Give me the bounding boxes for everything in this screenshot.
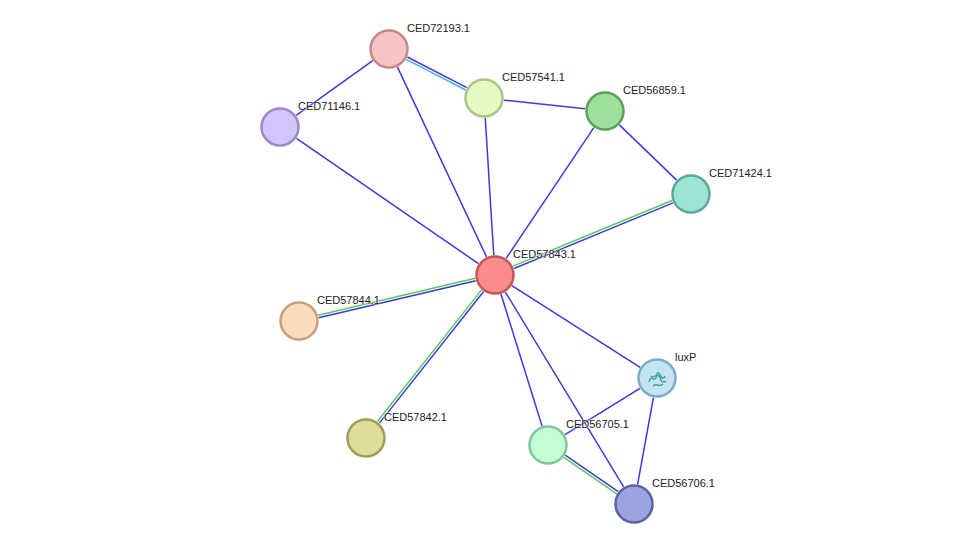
node-circle: [260, 107, 300, 147]
protein-node: CED56705.1: [528, 425, 568, 465]
interaction-edge: [504, 100, 585, 109]
node-circle: [346, 418, 386, 458]
protein-node: CED57842.1: [346, 418, 386, 458]
interaction-edge: [565, 388, 640, 434]
node-circle: [528, 425, 568, 465]
edge-line: [512, 286, 640, 368]
node-label: CED57842.1: [384, 411, 447, 424]
edge-line: [513, 200, 672, 266]
edge-line: [377, 290, 481, 422]
interaction-edge: [638, 398, 654, 485]
edge-line: [619, 125, 676, 180]
edge-line: [638, 398, 654, 485]
interaction-edge: [564, 455, 618, 494]
node-circle: [614, 484, 654, 524]
node-label: CED71146.1: [298, 100, 360, 113]
edge-line: [296, 61, 372, 116]
protein-node: CED71424.1: [671, 174, 711, 214]
node-label: luxP: [675, 351, 696, 364]
node-label: CED71424.1: [709, 167, 772, 180]
protein-node: luxP: [637, 358, 677, 398]
interaction-edge: [513, 200, 673, 268]
node-circle: [585, 91, 625, 131]
protein-node: CED57843.1: [475, 255, 515, 295]
interaction-edge: [619, 125, 676, 180]
edge-line: [565, 388, 640, 434]
interaction-edge: [485, 118, 494, 255]
node-label: CED56859.1: [623, 84, 686, 97]
interaction-edge: [377, 290, 483, 423]
interaction-edge: [406, 57, 467, 90]
interaction-edge: [296, 138, 478, 263]
edge-line: [564, 457, 617, 493]
node-label: CED57843.1: [513, 248, 576, 261]
edge-line: [406, 59, 465, 90]
node-circle: [475, 255, 515, 295]
edge-line: [485, 118, 494, 255]
interaction-edge: [512, 286, 640, 368]
node-label: CED56705.1: [566, 418, 629, 431]
protein-node: CED56706.1: [614, 484, 654, 524]
edge-line: [504, 100, 585, 109]
edge-line: [565, 455, 618, 491]
edge-line: [379, 291, 483, 423]
protein-node: CED72193.1: [369, 29, 409, 69]
node-circle: [671, 174, 711, 214]
structure-thumbnail: [649, 373, 666, 386]
edge-line: [296, 138, 478, 263]
node-circle: [637, 358, 677, 398]
edge-line: [501, 294, 542, 426]
node-circle: [369, 29, 409, 69]
protein-node: CED71146.1: [260, 107, 300, 147]
interaction-edge: [501, 294, 542, 426]
node-label: CED56706.1: [652, 477, 715, 490]
edge-line: [514, 203, 673, 269]
node-label: CED72193.1: [407, 22, 470, 35]
node-circle: [279, 301, 319, 341]
edge-line: [407, 57, 466, 88]
node-label: CED57541.1: [502, 71, 565, 84]
protein-node: CED56859.1: [585, 91, 625, 131]
node-circle: [464, 78, 504, 118]
protein-node: CED57541.1: [464, 78, 504, 118]
node-label: CED57844.1: [317, 294, 380, 307]
protein-node: CED57844.1: [279, 301, 319, 341]
interaction-edge: [296, 61, 372, 116]
